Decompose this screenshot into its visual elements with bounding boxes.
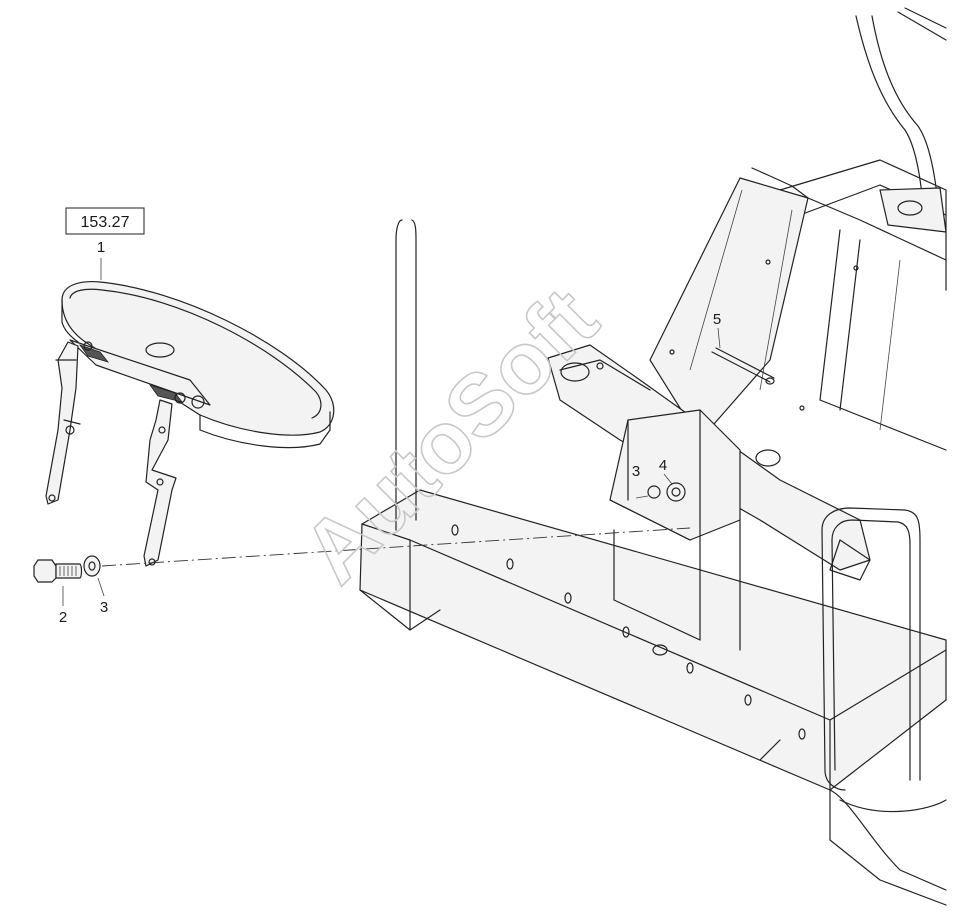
leader-3-washer <box>97 577 105 597</box>
chassis-frame <box>359 7 947 906</box>
leader-5 <box>717 327 721 349</box>
reference-box[interactable]: 153.27 <box>65 207 145 235</box>
bolt-item-2 <box>33 559 83 583</box>
callout-4[interactable]: 4 <box>659 457 667 474</box>
callout-5[interactable]: 5 <box>713 311 721 328</box>
callouts: 1 2 3 3 4 5 <box>59 239 721 626</box>
washer-item-3 <box>83 555 101 577</box>
callout-3-washer[interactable]: 3 <box>100 599 108 616</box>
callout-1[interactable]: 1 <box>97 239 105 256</box>
callout-3-frame[interactable]: 3 <box>632 463 640 480</box>
reference-box-text: 153.27 <box>81 214 130 231</box>
assembly-axis-line <box>101 527 691 567</box>
callout-2[interactable]: 2 <box>59 609 67 626</box>
seat-assembly <box>45 280 335 567</box>
leader-4 <box>663 473 673 485</box>
